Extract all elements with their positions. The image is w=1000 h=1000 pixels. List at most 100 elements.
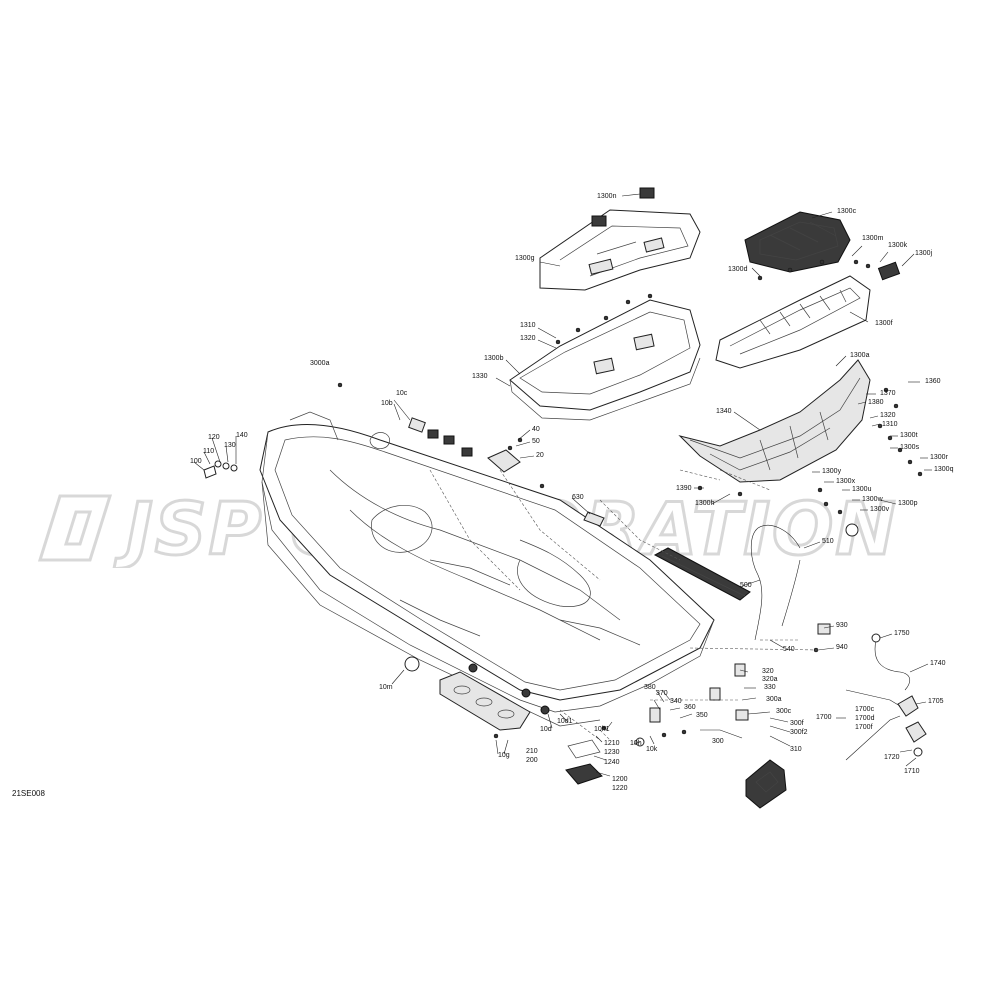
callout-1300f: 1300f [875, 320, 893, 327]
callout-320a: 320a [762, 676, 778, 683]
assembly-lines [429, 469, 821, 741]
callout-1310: 1310 [520, 322, 536, 329]
part-500 [653, 547, 751, 601]
part-510 [750, 524, 801, 641]
callout-1300q: 1300q [934, 466, 954, 473]
part-200 [439, 671, 531, 731]
hardware [203, 187, 923, 747]
part-nozzle [745, 759, 787, 809]
panel-1300a [678, 359, 871, 483]
callout-120: 120 [208, 434, 220, 441]
callout-3000a: 3000a [310, 360, 330, 367]
callout-1700c: 1700c [855, 706, 875, 713]
callout-1300u: 1300u [852, 486, 872, 493]
callout-1300v: 1300v [870, 506, 890, 513]
callout-1340: 1340 [716, 408, 732, 415]
callout-1300c: 1300c [837, 208, 857, 215]
callout-1300d: 1300d [728, 266, 748, 273]
callout-380: 380 [644, 684, 656, 691]
callout-1320: 1320 [520, 335, 536, 342]
callout-1705: 1705 [928, 698, 944, 705]
callout-10h: 10h [630, 740, 642, 747]
callout-930: 930 [836, 622, 848, 629]
callout-10b: 10b [381, 400, 393, 407]
callout-1700f: 1700f [855, 724, 873, 731]
callout-1720: 1720 [884, 754, 900, 761]
callout-1240: 1240 [604, 759, 620, 766]
callout-1310-rear: 1310 [882, 421, 898, 428]
panel-1300g [539, 209, 701, 291]
callout-300: 300 [712, 738, 724, 745]
callout-340: 340 [670, 698, 682, 705]
callout-40: 40 [532, 426, 540, 433]
callout-10g: 10g [498, 752, 510, 759]
callout-20: 20 [536, 452, 544, 459]
callout-1330: 1330 [472, 373, 488, 380]
callout-1220: 1220 [612, 785, 628, 792]
callout-10h1: 10h1 [594, 726, 610, 733]
callout-1300x: 1300x [836, 478, 856, 485]
callout-1300w: 1300w [862, 496, 883, 503]
callout-1710: 1710 [904, 768, 920, 775]
callout-1300a: 1300a [850, 352, 870, 359]
callout-1300n: 1300n [597, 193, 617, 200]
callout-10c: 10c [396, 390, 408, 397]
part-1200 [565, 739, 603, 785]
callout-1300g: 1300g [515, 255, 535, 262]
callout-10d: 10d [540, 726, 552, 733]
callout-1300j: 1300j [915, 250, 933, 257]
callout-940: 940 [836, 644, 848, 651]
figure-reference: 21SE008 [12, 789, 45, 798]
callout-1300t: 1300t [900, 432, 918, 439]
callout-510: 510 [822, 538, 834, 545]
callout-300f2: 300f2 [790, 729, 808, 736]
callout-1300r: 1300r [930, 454, 948, 461]
callout-130: 130 [224, 442, 236, 449]
callout-200: 200 [526, 757, 538, 764]
callout-1380: 1380 [868, 399, 884, 406]
callout-110: 110 [203, 448, 215, 455]
callout-1300h: 1300h [695, 500, 715, 507]
callout-1300s: 1300s [900, 444, 920, 451]
callout-300a: 300a [766, 696, 782, 703]
callout-1750: 1750 [894, 630, 910, 637]
callout-10d1: 10d1 [557, 718, 573, 725]
hull-body [259, 411, 715, 727]
callout-630: 630 [572, 494, 584, 501]
callout-540: 540 [783, 646, 795, 653]
callout-1200: 1200 [612, 776, 628, 783]
callout-1320-rear: 1320 [880, 412, 896, 419]
callout-500: 500 [740, 582, 752, 589]
callout-1300p: 1300p [898, 500, 918, 507]
callout-10m: 10m [379, 684, 393, 691]
callout-1210: 1210 [604, 740, 620, 747]
leader-lines [193, 193, 932, 777]
callout-1740: 1740 [930, 660, 946, 667]
callout-140: 140 [236, 432, 248, 439]
callout-310: 310 [790, 746, 802, 753]
callout-50: 50 [532, 438, 540, 445]
callout-100: 100 [190, 458, 202, 465]
callout-370: 370 [656, 690, 668, 697]
callout-10k: 10k [646, 746, 658, 753]
callout-1300k: 1300k [888, 242, 908, 249]
callout-1300y: 1300y [822, 468, 842, 475]
callout-1300m: 1300m [862, 235, 884, 242]
callout-1360: 1360 [925, 378, 941, 385]
panel-1300c [744, 211, 851, 273]
callout-300f: 300f [790, 720, 804, 727]
callout-1230: 1230 [604, 749, 620, 756]
callout-1300b: 1300b [484, 355, 504, 362]
callout-350: 350 [696, 712, 708, 719]
callout-360: 360 [684, 704, 696, 711]
callout-1700: 1700 [816, 714, 832, 721]
callout-320: 320 [762, 668, 774, 675]
callout-330: 330 [764, 684, 776, 691]
callout-300c: 300c [776, 708, 792, 715]
callout-210: 210 [526, 748, 538, 755]
panel-1300f [715, 275, 871, 369]
part-1700 [871, 633, 927, 757]
callout-1370: 1370 [880, 390, 896, 397]
